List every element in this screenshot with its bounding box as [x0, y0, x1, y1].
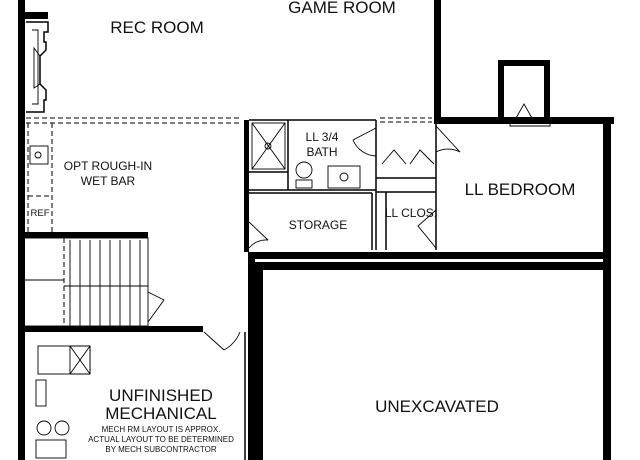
doors: [203, 103, 551, 351]
bath-fixtures: [251, 122, 361, 189]
mechanical-label-line2: MECHANICAL: [105, 404, 216, 423]
bath-label-line2: BATH: [306, 145, 337, 159]
game-room-label: GAME ROOM: [288, 0, 396, 17]
wet-bar-label-line2: WET BAR: [81, 174, 136, 188]
mechanical-equipment: [35, 345, 91, 459]
closet-label: LL CLOS.: [385, 206, 437, 220]
fireplace: [26, 21, 49, 113]
staircase: [23, 237, 165, 327]
unexcavated-label: UNEXCAVATED: [375, 397, 499, 416]
room-labels: REC ROOM GAME ROOM OPT ROUGH-IN WET BAR …: [31, 0, 576, 454]
wet-bar-sink: [29, 145, 49, 165]
ref-label: REF: [31, 208, 50, 219]
mech-note-line3: BY MECH SUBCONTRACTOR: [105, 445, 216, 454]
storage-label: STORAGE: [289, 218, 347, 232]
interior-walls: [21, 117, 437, 460]
mechanical-label-line1: UNFINISHED: [109, 386, 213, 405]
mech-note-line1: MECH RM LAYOUT IS APPROX.: [102, 425, 221, 434]
wet-bar-label-line1: OPT ROUGH-IN: [64, 159, 152, 173]
mech-note-line2: ACTUAL LAYOUT TO BE DETERMINED: [88, 435, 234, 444]
bedroom-label: LL BEDROOM: [465, 180, 576, 199]
rec-room-label: REC ROOM: [110, 18, 204, 37]
bath-label-line1: LL 3/4: [306, 130, 339, 144]
walls: [18, 0, 614, 460]
